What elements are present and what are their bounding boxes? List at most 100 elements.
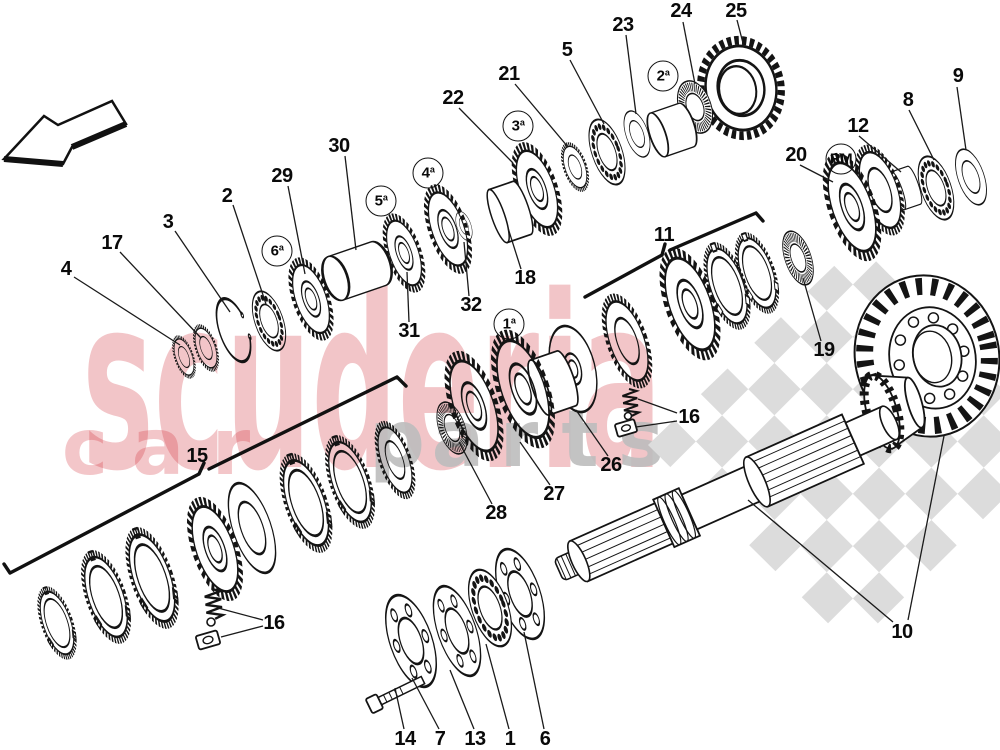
callout-number: 1 [502, 315, 511, 333]
callout-20[interactable]: 20 [785, 144, 807, 166]
callout-25[interactable]: 25 [725, 0, 747, 22]
callout-3[interactable]: 3 [163, 212, 174, 232]
part-spring-kit-16-left [195, 586, 225, 651]
callout-number: 26 [600, 454, 622, 476]
callout-number: 3 [162, 211, 174, 233]
callout-number: 10 [891, 621, 913, 643]
callout-superscript: a [382, 192, 388, 203]
callout-number: 6 [539, 728, 551, 750]
callout-number: 6 [270, 242, 279, 260]
callout-23[interactable]: 23 [612, 14, 634, 36]
callout-4[interactable]: 4 [61, 259, 72, 279]
callout-29[interactable]: 29 [271, 166, 293, 186]
callout-1[interactable]: 1 [505, 729, 516, 749]
callout-12[interactable]: 12 [847, 115, 869, 137]
part-spring-kit-16-right [614, 387, 641, 438]
callout-2[interactable]: 2 [222, 186, 233, 206]
callout-number: 9 [952, 65, 964, 87]
callout-superscript: a [664, 67, 670, 78]
part-crown-wheel [853, 274, 1000, 438]
callout-6[interactable]: 6 [540, 729, 551, 749]
callout-number: 25 [725, 0, 747, 22]
callout-27[interactable]: 27 [543, 483, 565, 505]
watermark-letter: r [212, 403, 251, 493]
callout-26[interactable]: 26 [600, 454, 622, 476]
callout-number: RM [829, 150, 853, 168]
direction-arrow-icon [1, 99, 128, 167]
group-bracket-15 [2, 375, 408, 575]
callout-7[interactable]: 7 [435, 729, 446, 749]
callout-number: 2 [221, 185, 233, 207]
callout-number: 22 [442, 87, 464, 109]
callout-number: 30 [328, 135, 350, 157]
callout-number: 7 [434, 728, 446, 750]
leader-lines [73, 19, 967, 730]
callout-32[interactable]: 32 [460, 294, 482, 316]
part-bolt-14 [365, 675, 426, 714]
callout-13[interactable]: 13 [464, 728, 486, 750]
callout-16[interactable]: 16 [678, 406, 700, 428]
callout-number: 21 [498, 63, 520, 85]
callout-17[interactable]: 17 [101, 232, 123, 254]
callout-RM[interactable]: RM [825, 143, 857, 175]
callout-number: 19 [813, 339, 835, 361]
group-bracket-11 [583, 211, 765, 299]
callout-superscript: a [429, 164, 435, 175]
callout-10[interactable]: 10 [891, 621, 913, 643]
callout-18[interactable]: 18 [514, 267, 536, 289]
callout-number: 11 [653, 224, 675, 246]
callout-number: 1 [504, 728, 516, 750]
callout-number: 17 [101, 232, 123, 254]
callout-15[interactable]: 15 [186, 445, 208, 467]
watermark-letter: a [132, 403, 185, 493]
callout-number: 18 [514, 267, 536, 289]
callout-9[interactable]: 9 [953, 66, 964, 86]
callout-number: 3 [511, 117, 520, 135]
callout-number: 24 [670, 0, 692, 22]
callout-number: 31 [398, 320, 420, 342]
callout-number: 32 [460, 294, 482, 316]
callout-8[interactable]: 8 [903, 90, 914, 110]
callout-21[interactable]: 21 [498, 63, 520, 85]
callout-number: 16 [678, 406, 700, 428]
callout-16[interactable]: 16 [263, 612, 285, 634]
watermark-letter: t [561, 395, 598, 485]
callout-number: 5 [561, 39, 573, 61]
callout-number: 27 [543, 483, 565, 505]
callout-22[interactable]: 22 [442, 87, 464, 109]
callout-number: 2 [656, 67, 665, 85]
callout-superscript: a [519, 117, 525, 128]
callout-number: 28 [485, 502, 507, 524]
callout-30[interactable]: 30 [328, 135, 350, 157]
callout-number: 16 [263, 612, 285, 634]
callout-28[interactable]: 28 [485, 502, 507, 524]
callout-number: 8 [902, 89, 914, 111]
callout-number: 20 [785, 144, 807, 166]
watermark-letter: c [62, 403, 108, 493]
callout-5[interactable]: 5 [562, 40, 573, 60]
callout-number: 15 [186, 445, 208, 467]
callout-number: 4 [421, 164, 430, 182]
callout-14[interactable]: 14 [394, 728, 416, 750]
callout-31[interactable]: 31 [398, 320, 420, 342]
callout-number: 23 [612, 14, 634, 36]
callout-19[interactable]: 19 [813, 339, 835, 361]
exploded-drawing [31, 34, 1000, 714]
callout-number: 4 [60, 258, 72, 280]
callout-11[interactable]: 11 [653, 224, 675, 246]
callout-number: 12 [847, 115, 869, 137]
callout-number: 5 [374, 192, 383, 210]
callout-number: 14 [394, 728, 416, 750]
callout-number: 13 [464, 728, 486, 750]
callout-24[interactable]: 24 [670, 0, 692, 22]
part-main-shaft [554, 405, 900, 583]
